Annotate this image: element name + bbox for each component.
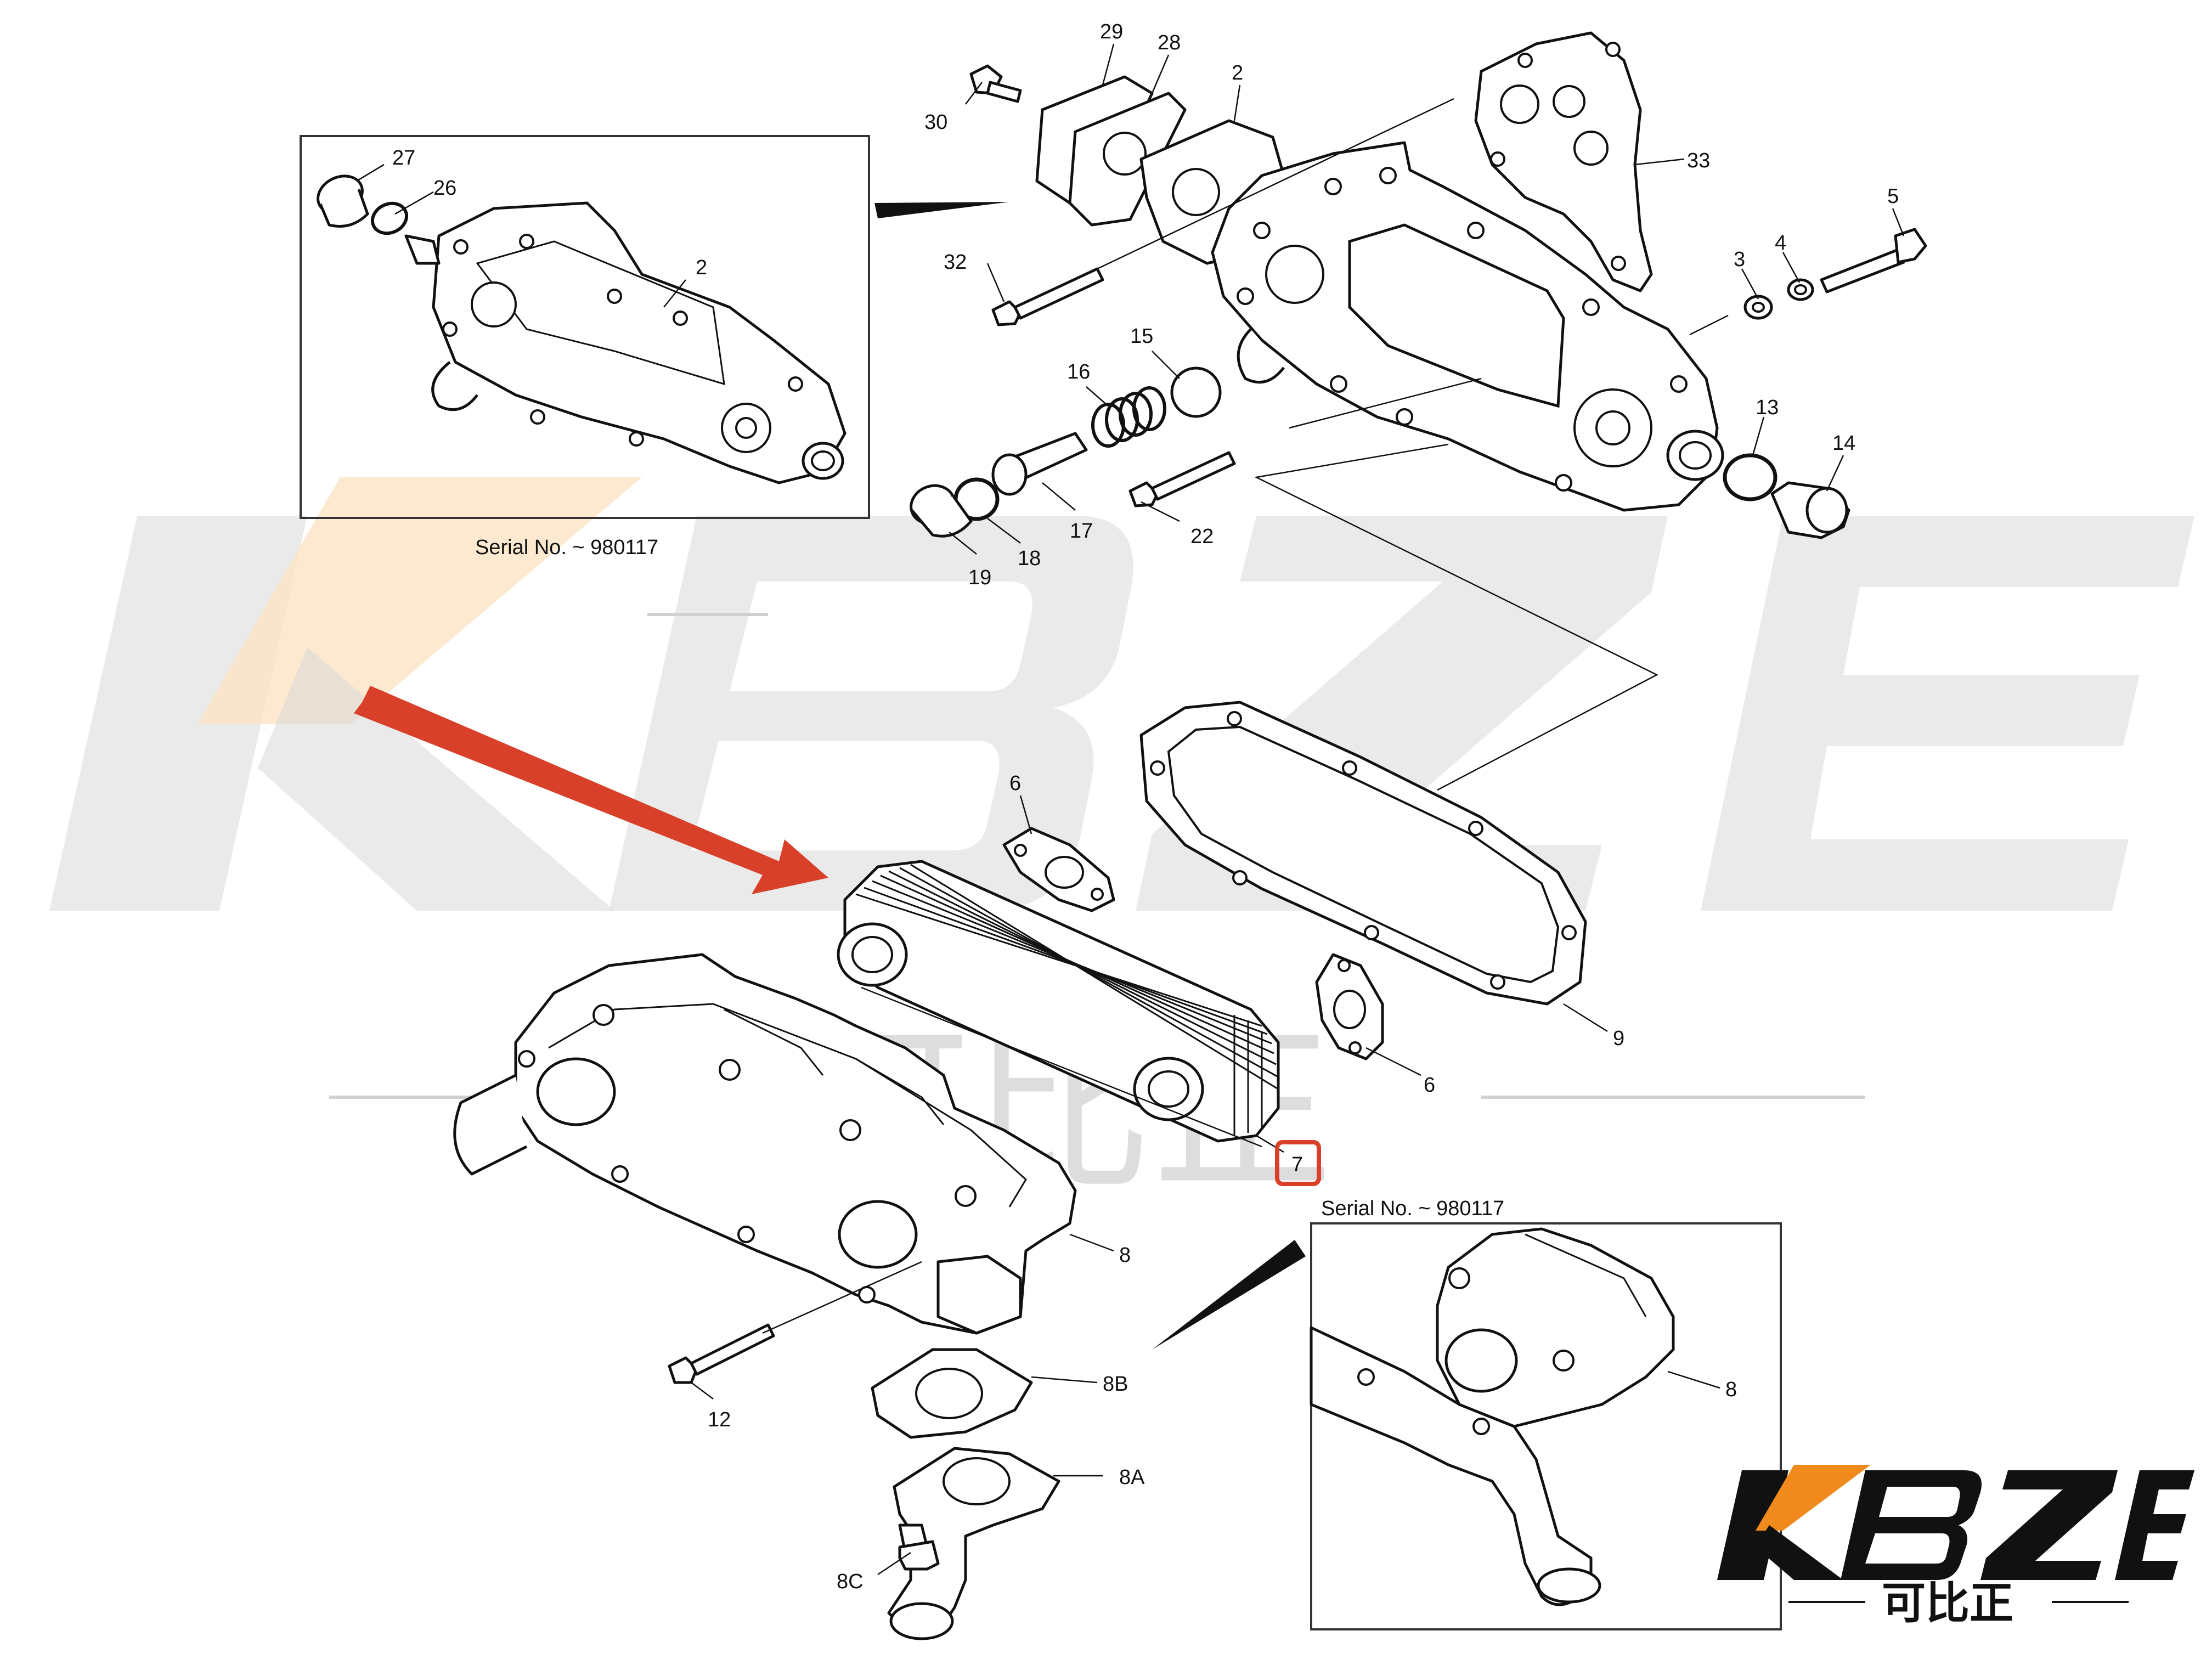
callout-6-bottom: 6 <box>1424 1074 1435 1097</box>
callout-8-inset: 8 <box>1725 1378 1737 1401</box>
callout-3: 3 <box>1734 248 1745 271</box>
part-28-gasket <box>1068 92 1187 227</box>
callout-8: 8 <box>1119 1244 1131 1267</box>
part-13-oring <box>1723 453 1778 501</box>
red-pointer-arrow <box>354 686 828 894</box>
callout-8B: 8B <box>1103 1373 1128 1396</box>
part-32-bolt <box>991 267 1104 326</box>
part-22-bolt <box>1128 451 1236 507</box>
part-8-housing-inset <box>1310 1227 1675 1606</box>
part-17-plunger <box>991 432 1088 496</box>
callout-26: 26 <box>433 177 456 200</box>
middle-assembly: 6 6 9 7 8 12 8B 8A 8C <box>453 701 1624 1640</box>
part-7-cooler-core <box>837 860 1280 1143</box>
part-5-bolt <box>1820 228 1927 294</box>
part-8-cover-housing <box>453 953 1077 1335</box>
part-4-washer <box>1787 278 1814 301</box>
inset-top-left: 27 26 2 Serial No. ~ 980117 <box>300 135 870 559</box>
part-15-ball <box>1170 366 1222 418</box>
callout-27: 27 <box>392 146 415 170</box>
callout-19: 19 <box>968 566 991 589</box>
part-33-gasket <box>1474 31 1653 292</box>
callout-14: 14 <box>1832 432 1855 455</box>
part-8A-elbow <box>887 1447 1060 1640</box>
serial-label-bottom: Serial No. ~ 980117 <box>1321 1197 1504 1220</box>
top-assembly: 29 28 2 30 33 32 5 3 4 15 16 13 14 17 22… <box>910 20 1927 791</box>
callout-18: 18 <box>1018 547 1041 570</box>
background-watermark: 可比正 <box>49 477 2194 1217</box>
part-8B-gasket <box>871 1348 1033 1439</box>
callout-8A: 8A <box>1119 1466 1145 1489</box>
callout-29: 29 <box>1100 20 1123 43</box>
callout-22: 22 <box>1190 525 1214 548</box>
callout-7-highlight <box>1275 1140 1321 1186</box>
part-6-gasket-bottom <box>1315 953 1384 1060</box>
part-6-gasket-top <box>1002 827 1115 912</box>
callout-6-top: 6 <box>1009 772 1021 795</box>
callout-4: 4 <box>1775 232 1786 255</box>
part-30-bolt <box>969 64 1022 103</box>
part-9-gasket <box>1139 701 1587 1006</box>
callout-28: 28 <box>1158 31 1181 54</box>
callout-33: 33 <box>1687 149 1710 172</box>
callout-9: 9 <box>1613 1027 1624 1050</box>
callout-13: 13 <box>1756 396 1779 419</box>
inset-bottom-right: Serial No. ~ 980117 8 <box>1152 1197 1782 1630</box>
callout-16: 16 <box>1067 360 1090 383</box>
inset-pointer-top <box>874 202 1009 218</box>
serial-label-top: Serial No. ~ 980117 <box>475 536 658 559</box>
callout-12: 12 <box>708 1408 731 1431</box>
part-2-housing-inset <box>404 201 847 484</box>
callout-17: 17 <box>1070 520 1093 543</box>
part-8C-screw <box>898 1523 940 1571</box>
part-12-bolt <box>668 1323 775 1384</box>
main-cooler-housing <box>1211 141 1724 512</box>
callout-2-inset: 2 <box>696 256 707 279</box>
part-16-spring <box>1091 386 1166 448</box>
part-26-oring <box>370 201 409 235</box>
callout-7: 7 <box>1291 1153 1303 1176</box>
inset-pointer-bottom <box>1152 1240 1306 1350</box>
part-19-sleeve <box>910 484 973 538</box>
callout-30: 30 <box>924 111 947 134</box>
part-14-plug <box>1770 481 1850 539</box>
logo-cn-text: 可比正 <box>1882 1578 2013 1629</box>
callout-8C: 8C <box>837 1570 864 1593</box>
callout-32: 32 <box>944 251 967 274</box>
callout-15: 15 <box>1130 325 1153 348</box>
kbze-logo: 可比正 <box>1717 1465 2194 1629</box>
callout-5: 5 <box>1887 185 1899 208</box>
part-27-sleeve <box>317 174 369 228</box>
callout-2-top: 2 <box>1232 61 1243 84</box>
